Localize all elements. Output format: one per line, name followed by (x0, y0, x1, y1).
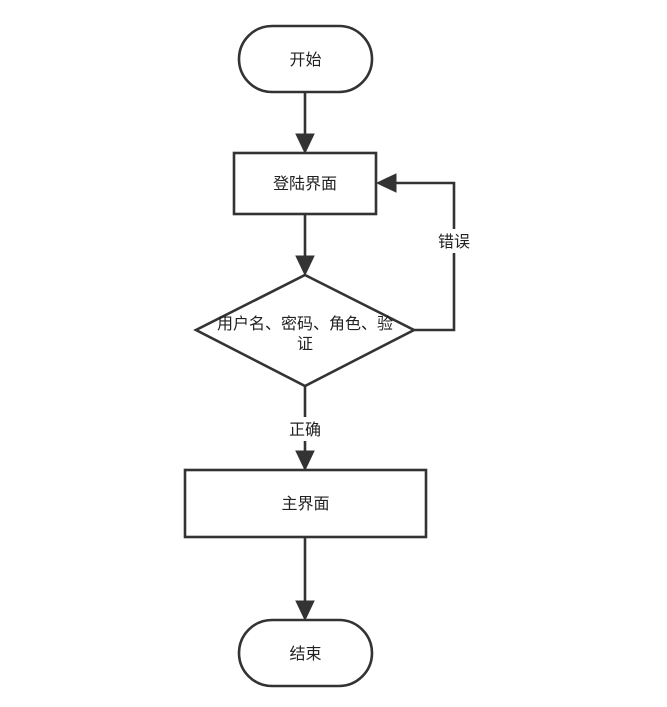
end-node: 结束 (237, 618, 374, 688)
arrowhead-down-icon (295, 450, 315, 472)
arrowhead-down-icon (295, 600, 315, 622)
edge-main-to-end (295, 537, 315, 622)
arrowhead-down-icon (295, 133, 315, 155)
verify-label-line1: 用户名、密码、角色、验 (217, 314, 393, 333)
start-label: 开始 (289, 50, 321, 69)
arrowhead-left-icon (375, 173, 397, 193)
login-node: 登陆界面 (232, 151, 378, 216)
edge-verify-to-login-error: 错误 (375, 173, 474, 332)
main-label: 主界面 (281, 494, 329, 513)
terminator-shape (237, 618, 374, 688)
arrowhead-down-icon (295, 255, 315, 277)
edge-verify-to-main-correct: 正确 (285, 386, 325, 472)
edge-line (392, 181, 456, 332)
decision-shape (193, 273, 417, 388)
end-label: 结束 (289, 644, 321, 663)
start-node: 开始 (237, 24, 374, 94)
edge-start-to-login (295, 92, 315, 155)
edge-label-background (285, 417, 325, 441)
terminator-shape (237, 24, 374, 94)
main-node: 主界面 (183, 468, 428, 539)
edge-login-to-verify (295, 214, 315, 277)
login-label: 登陆界面 (273, 174, 337, 193)
verify-label-line2: 证 (297, 334, 313, 353)
edge-label-error: 错误 (438, 232, 470, 251)
edge-label-correct: 正确 (289, 420, 321, 439)
process-shape (232, 151, 378, 216)
verify-node: 用户名、密码、角色、验 证 (193, 273, 417, 388)
process-shape (183, 468, 428, 539)
edge-label-background (434, 229, 474, 253)
